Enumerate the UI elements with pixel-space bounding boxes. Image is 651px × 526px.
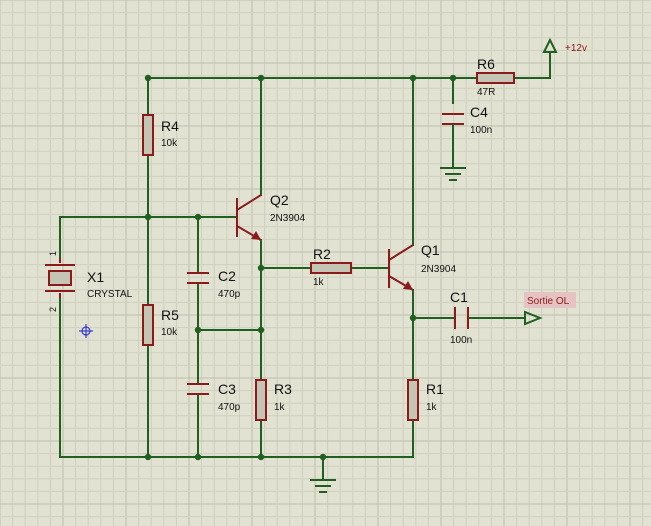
junction bbox=[409, 314, 417, 322]
capacitor-c3[interactable]: C3 470p bbox=[187, 381, 241, 413]
r3-ref: R3 bbox=[274, 381, 292, 397]
capacitor-c1[interactable]: C1 100n bbox=[450, 289, 472, 346]
junction bbox=[257, 74, 265, 82]
power-label: +12v bbox=[565, 43, 587, 54]
transistor-q2[interactable]: Q2 2N3904 bbox=[236, 192, 305, 241]
junction bbox=[257, 453, 265, 461]
junctions bbox=[144, 74, 457, 461]
junction bbox=[449, 74, 457, 82]
c4-value: 100n bbox=[470, 125, 492, 136]
ground-icon bbox=[440, 124, 466, 181]
c3-ref: C3 bbox=[218, 381, 236, 397]
r4-ref: R4 bbox=[161, 118, 179, 134]
x1-value: CRYSTAL bbox=[87, 289, 133, 300]
c1-value: 100n bbox=[450, 335, 472, 346]
r1-ref: R1 bbox=[426, 381, 444, 397]
resistor-r2[interactable]: R2 1k bbox=[310, 246, 352, 288]
r2-value: 1k bbox=[313, 277, 325, 288]
resistor-r5[interactable]: R5 10k bbox=[142, 304, 179, 346]
power-terminal[interactable]: +12v bbox=[542, 37, 587, 54]
resistor-r6[interactable]: R6 47R bbox=[476, 56, 515, 98]
output-label-bg bbox=[524, 292, 576, 308]
junction bbox=[257, 326, 265, 334]
junction bbox=[144, 74, 152, 82]
junction bbox=[144, 453, 152, 461]
transistor-q1[interactable]: Q1 2N3904 bbox=[388, 242, 456, 291]
ground-icon bbox=[310, 479, 336, 493]
junction bbox=[257, 264, 265, 272]
output-label: Sortie OL bbox=[527, 296, 570, 307]
c2-value: 470p bbox=[218, 289, 241, 300]
r2-ref: R2 bbox=[313, 246, 331, 262]
junction bbox=[194, 453, 202, 461]
junction bbox=[194, 326, 202, 334]
q1-ref: Q1 bbox=[421, 242, 440, 258]
q2-value: 2N3904 bbox=[270, 213, 305, 224]
r3-value: 1k bbox=[274, 402, 286, 413]
c1-ref: C1 bbox=[450, 289, 468, 305]
q1-value: 2N3904 bbox=[421, 264, 456, 275]
r6-ref: R6 bbox=[477, 56, 495, 72]
junction bbox=[319, 453, 327, 461]
capacitor-c4[interactable]: C4 100n bbox=[442, 104, 492, 136]
x1-pin1: 1 bbox=[48, 251, 58, 256]
r5-value: 10k bbox=[161, 327, 178, 338]
resistor-r3[interactable]: R3 1k bbox=[255, 379, 292, 421]
x1-pin2: 2 bbox=[48, 307, 58, 312]
r5-ref: R5 bbox=[161, 307, 179, 323]
output-terminal[interactable]: Sortie OL bbox=[524, 292, 576, 326]
c4-ref: C4 bbox=[470, 104, 488, 120]
c3-value: 470p bbox=[218, 402, 241, 413]
r6-value: 47R bbox=[477, 87, 495, 98]
q2-ref: Q2 bbox=[270, 192, 289, 208]
capacitor-c2[interactable]: C2 470p bbox=[187, 268, 241, 300]
resistor-r1[interactable]: R1 1k bbox=[407, 379, 444, 421]
junction bbox=[194, 213, 202, 221]
junction bbox=[144, 213, 152, 221]
r1-value: 1k bbox=[426, 402, 438, 413]
crosshair-cursor-icon bbox=[79, 324, 93, 338]
c2-ref: C2 bbox=[218, 268, 236, 284]
junction bbox=[409, 74, 417, 82]
resistor-r4[interactable]: R4 10k bbox=[142, 114, 179, 156]
r4-value: 10k bbox=[161, 138, 178, 149]
x1-ref: X1 bbox=[87, 269, 104, 285]
crystal-x1[interactable]: 1 2 X1 CRYSTAL bbox=[45, 251, 133, 312]
